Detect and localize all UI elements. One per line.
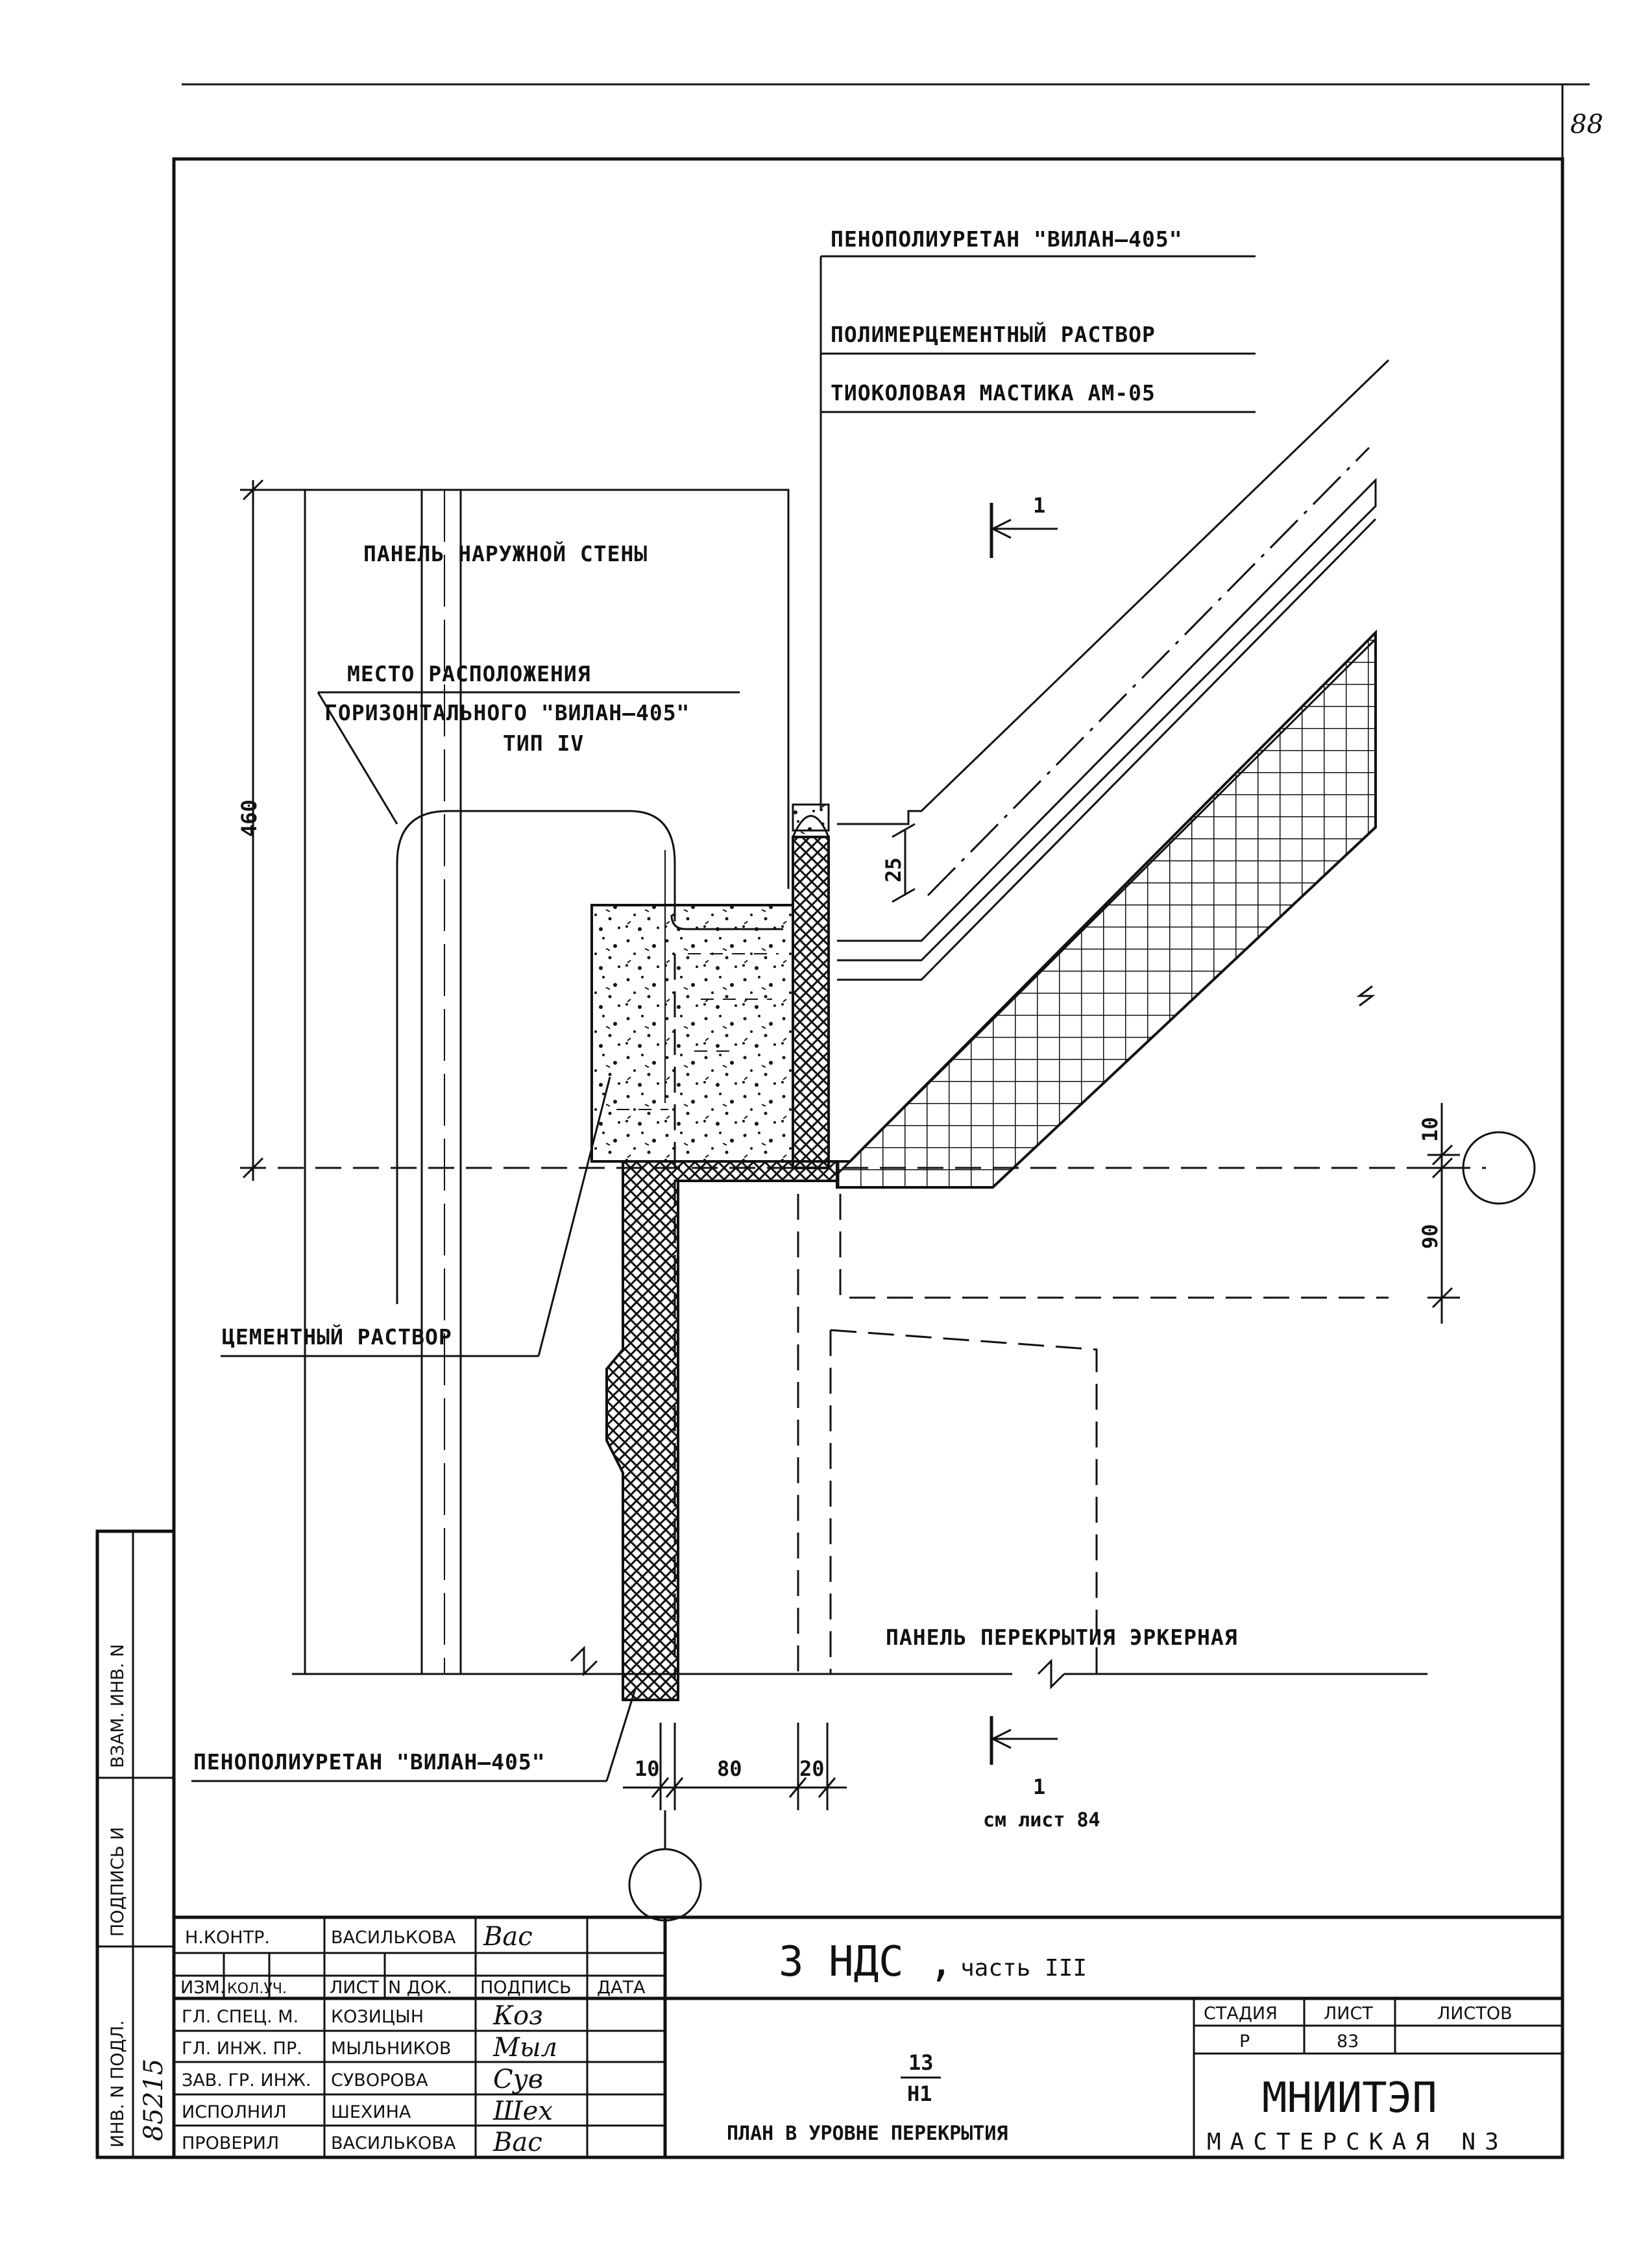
location-leader	[317, 692, 398, 825]
dim-80: 80	[717, 1756, 742, 1781]
tb-stage-value: Р	[1239, 2031, 1250, 2052]
tb-row-role: ГЛ. СПЕЦ. М.	[182, 2007, 298, 2027]
cement-block-dashes	[616, 953, 779, 1110]
tb-header-podpis: ПОДПИСЬ	[480, 1978, 572, 1998]
axis-bubble-right	[1462, 1131, 1536, 1205]
outer-wall-panel	[292, 489, 1427, 1690]
dimension-right	[1427, 1103, 1460, 1324]
label-foam-bottom: ПЕНОПОЛИУРЕТАН "ВИЛАН—405"	[193, 1749, 546, 1775]
tb-stage-header: СТАДИЯ	[1204, 2004, 1278, 2024]
dim-10-right: 10	[1418, 1117, 1442, 1142]
stamp-podpis: ПОДПИСЬ И	[108, 1827, 128, 1937]
tb-row-sign: Сув	[493, 2065, 543, 2094]
tb-row-sign: Шех	[492, 2096, 553, 2126]
tb-nkontr-name: ВАСИЛЬКОВА	[331, 1928, 456, 1948]
tb-header-ndok: N ДОК.	[388, 1978, 452, 1998]
tb-row-name: ШЕХИНА	[331, 2102, 411, 2122]
section-mark-bottom	[990, 1716, 1058, 1765]
horizontal-foam-strip	[605, 1160, 838, 1701]
tb-sheet-header: ЛИСТ	[1324, 2004, 1373, 2024]
label-cement-mortar: ЦЕМЕНТНЫЙ РАСТВОР	[222, 1324, 452, 1350]
tb-row-role: ЗАВ. ГР. ИНЖ.	[182, 2070, 311, 2091]
label-thiokol: ТИОКОЛОВАЯ МАСТИКА АМ-05	[831, 380, 1156, 406]
dimension-bottom	[623, 1723, 847, 1810]
tb-nkontr-role: Н.КОНТР.	[185, 1928, 270, 1948]
dim-90: 90	[1418, 1224, 1442, 1249]
label-location-1: МЕСТО РАСПОЛОЖЕНИЯ	[347, 661, 591, 686]
label-polymer-mortar: ПОЛИМЕРЦЕМЕНТНЫЙ РАСТВОР	[831, 321, 1156, 347]
tb-workshop: МАСТЕРСКАЯ N3	[1207, 2129, 1508, 2155]
dim-460: 460	[237, 799, 261, 837]
stamp-inv-podl: ИНВ. N ПОДЛ.	[108, 2020, 128, 2148]
stamp-inv-vzam: ВЗАМ. ИНВ. N	[108, 1644, 128, 1768]
hidden-edge-2	[839, 1194, 1389, 1299]
top-leaders	[820, 255, 1256, 811]
tb-row-name: ВАСИЛЬКОВА	[331, 2133, 456, 2153]
tb-drawing-num-top: 13	[908, 2050, 934, 2075]
tb-project-title: 3 НДС ,	[779, 1938, 954, 1986]
label-bay-panel: ПАНЕЛЬ ПЕРЕКРЫТИЯ ЭРКЕРНАЯ	[886, 1625, 1238, 1650]
vertical-foam-joint	[792, 836, 830, 1169]
tb-row-sign: Мыл	[492, 2033, 557, 2063]
stamp-inv-value: 85215	[139, 2059, 169, 2141]
tb-row-name: КОЗИЦЫН	[331, 2007, 424, 2027]
tb-row-role: ИСПОЛНИЛ	[182, 2102, 287, 2122]
section-label-top: 1	[1033, 493, 1045, 518]
polymer-mortar-top	[792, 803, 830, 832]
dim-25: 25	[881, 857, 906, 882]
sheet-number: 88	[1570, 110, 1603, 139]
tb-sheets-header: ЛИСТОВ	[1437, 2004, 1512, 2024]
cement-leader	[537, 1076, 611, 1357]
dim-10-bottom: 10	[635, 1756, 660, 1781]
tb-header-izm: ИЗМ.	[180, 1978, 225, 1998]
label-foam-top: ПЕНОПОЛИУРЕТАН "ВИЛАН—405"	[831, 226, 1183, 252]
section-mark-top	[990, 503, 1058, 558]
see-sheet-note: см лист 84	[983, 1809, 1100, 1832]
cement-mortar-block	[590, 904, 794, 1163]
foam-bottom-leader	[605, 1686, 637, 1782]
tb-header-kolich: КОЛ.УЧ.	[227, 1981, 287, 1997]
dimension-460	[240, 479, 305, 1181]
tb-org-name: МНИИТЭП	[1262, 2074, 1437, 2122]
section-label-bottom: 1	[1033, 1775, 1045, 1799]
title-block-grid	[174, 1915, 1562, 2157]
tb-drawing-num-bottom: Н1	[907, 2081, 932, 2106]
tb-drawing-name: ПЛАН В УРОВНЕ ПЕРЕКРЫТИЯ	[727, 2122, 1008, 2145]
tb-sheet-value: 83	[1337, 2031, 1359, 2052]
tb-row-name: МЫЛЬНИКОВ	[331, 2039, 451, 2059]
tb-row-sign: Вас	[492, 2128, 542, 2157]
tb-row-name: СУВОРОВА	[331, 2070, 428, 2091]
bay-floor-panel	[836, 359, 1390, 1189]
hidden-edge-4	[830, 1329, 1098, 1674]
tb-row-role: ГЛ. ИНЖ. ПР.	[182, 2039, 302, 2059]
tb-row-role: ПРОВЕРИЛ	[182, 2133, 279, 2153]
label-outer-panel: ПАНЕЛЬ НАРУЖНОЙ СТЕНЫ	[363, 540, 648, 566]
label-location-2: ГОРИЗОНТАЛЬНОГО "ВИЛАН—405"	[324, 700, 690, 725]
tb-header-data: ДАТА	[597, 1978, 646, 1998]
foam-location-outline	[396, 810, 676, 1304]
tb-nkontr-sign: Вас	[483, 1922, 533, 1952]
dimension-25	[892, 823, 916, 903]
dim-20: 20	[799, 1756, 825, 1781]
label-location-3: ТИП IV	[503, 731, 584, 756]
tb-header-list: ЛИСТ	[330, 1978, 379, 1998]
tb-project-part: часть III	[960, 1955, 1087, 1982]
cement-block-notch	[670, 914, 783, 930]
side-stamp	[95, 1529, 176, 2159]
drawing-frame	[172, 157, 1564, 2159]
axis-bubble-bottom	[628, 1848, 702, 1922]
tb-row-sign: Коз	[492, 2001, 543, 2031]
